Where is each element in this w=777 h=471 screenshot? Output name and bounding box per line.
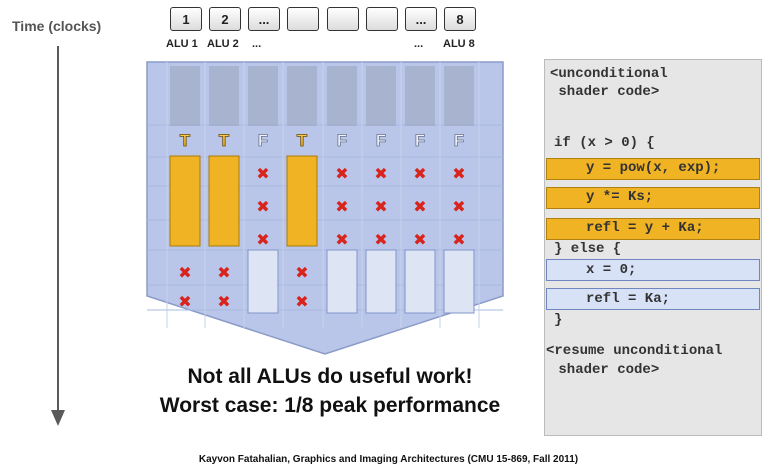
code-line-post-2: shader code> [550,362,660,378]
true-work-bar-1 [169,155,201,247]
idle-cross-icon-6-2: ✖ [374,197,387,216]
idle-cross-icon-8-1: ✖ [452,164,465,183]
header-column-7 [405,66,435,126]
idle-cross-icon-7-1: ✖ [413,164,426,183]
header-column-4 [287,66,317,126]
alu-box-2: 2 [209,7,241,31]
header-columns [170,66,474,126]
code-line-pow: y = pow(x, exp); [586,160,721,176]
idle-cross-icon-1-1: ✖ [178,263,191,282]
header-column-3 [248,66,278,126]
alu-label-1: ALU 1 [166,38,198,50]
header-column-5 [327,66,357,126]
alu-box-3: ... [248,7,280,31]
false-work-bar-3 [247,249,279,314]
idle-cross-icon-4-1: ✖ [295,263,308,282]
code-highlight-mul [546,187,760,209]
simd-execution-diagram: T T F T F F F F ✖ ✖ ✖ ✖ ✖ ✖ ✖ ✖ ✖ ✖ ✖ ✖ ✖ ✖ ✖ ✖ ✖ ✖ ✖ ✖ ✖ [146,61,504,355]
predicate-f-7: F [415,131,425,150]
idle-cross-icon-3-3: ✖ [256,230,269,249]
idle-cross-icon-1-2: ✖ [178,292,191,311]
idle-cross-icon-7-2: ✖ [413,197,426,216]
alu-box-5 [327,7,359,31]
idle-cross-icon-2-1: ✖ [217,263,230,282]
idle-cross-icon-5-2: ✖ [335,197,348,216]
alu-box-6 [366,7,398,31]
work-bars [169,155,475,314]
predicate-t-1: T [180,131,191,150]
code-highlight-refl-true [546,218,760,240]
predicate-f-8: F [454,131,464,150]
code-line-post-1: <resume unconditional [546,343,723,359]
alu-box-8: 8 [444,7,476,31]
code-highlight-pow [546,158,760,180]
false-work-bar-6 [365,249,397,314]
header-column-6 [366,66,396,126]
time-arrow-icon [51,410,65,426]
code-line-refl-false: refl = Ka; [586,291,671,307]
alu-label-ellipsis-right: ... [414,38,424,50]
predicate-t-2: T [219,131,230,150]
code-line-mul: y *= Ks; [586,189,654,205]
header-column-1 [170,66,200,126]
code-line-pre-2: shader code> [550,84,660,100]
caption-line-1: Not all ALUs do useful work! [187,365,473,388]
idle-crosses: ✖ ✖ ✖ ✖ ✖ ✖ ✖ ✖ ✖ ✖ ✖ ✖ ✖ ✖ ✖ ✖ ✖ ✖ ✖ ✖ ✖ [178,164,465,311]
alu-label-8: ALU 8 [443,38,475,50]
idle-cross-icon-5-3: ✖ [335,230,348,249]
idle-cross-icon-3-2: ✖ [256,197,269,216]
code-highlight-x [546,259,760,281]
idle-cross-icon-4-2: ✖ [295,292,308,311]
idle-cross-icon-6-3: ✖ [374,230,387,249]
alu-label-2: ALU 2 [207,38,239,50]
idle-cross-icon-3-1: ✖ [256,164,269,183]
false-work-bar-7 [404,249,436,314]
idle-cross-icon-2-2: ✖ [217,292,230,311]
true-work-bar-2 [208,155,240,247]
header-column-8 [444,66,474,126]
false-work-bar-8 [443,249,475,314]
code-line-x: x = 0; [586,262,637,278]
predicate-f-6: F [376,131,386,150]
time-axis-line [57,46,59,412]
header-column-2 [209,66,239,126]
alu-label-ellipsis-left: ... [252,38,262,50]
true-work-bar-4 [286,155,318,247]
idle-cross-icon-6-1: ✖ [374,164,387,183]
predicate-t-4: T [297,131,308,150]
alu-box-7: ... [405,7,437,31]
alu-box-1: 1 [170,7,202,31]
idle-cross-icon-8-3: ✖ [452,230,465,249]
idle-cross-icon-5-1: ✖ [335,164,348,183]
alu-box-4 [287,7,319,31]
code-line-if: if (x > 0) { [554,135,655,151]
caption-line-2: Worst case: 1/8 peak performance [159,394,501,417]
grid-lines [147,62,503,328]
time-axis-label: Time (clocks) [12,18,102,34]
footer-credit: Kayvon Fatahalian, Graphics and Imaging … [198,454,579,465]
code-line-pre-1: <unconditional [550,66,668,82]
code-line-else: } else { [554,241,622,257]
false-work-bar-5 [326,249,358,314]
idle-cross-icon-8-2: ✖ [452,197,465,216]
idle-cross-icon-7-3: ✖ [413,230,426,249]
code-highlight-refl-false [546,288,760,310]
code-line-close: } [554,312,563,328]
predicate-f-3: F [258,131,268,150]
code-panel [544,59,762,436]
predicate-labels: T T F T F F F F [179,131,464,151]
predicate-f-5: F [337,131,347,150]
code-line-refl-true: refl = y + Ka; [586,220,704,236]
